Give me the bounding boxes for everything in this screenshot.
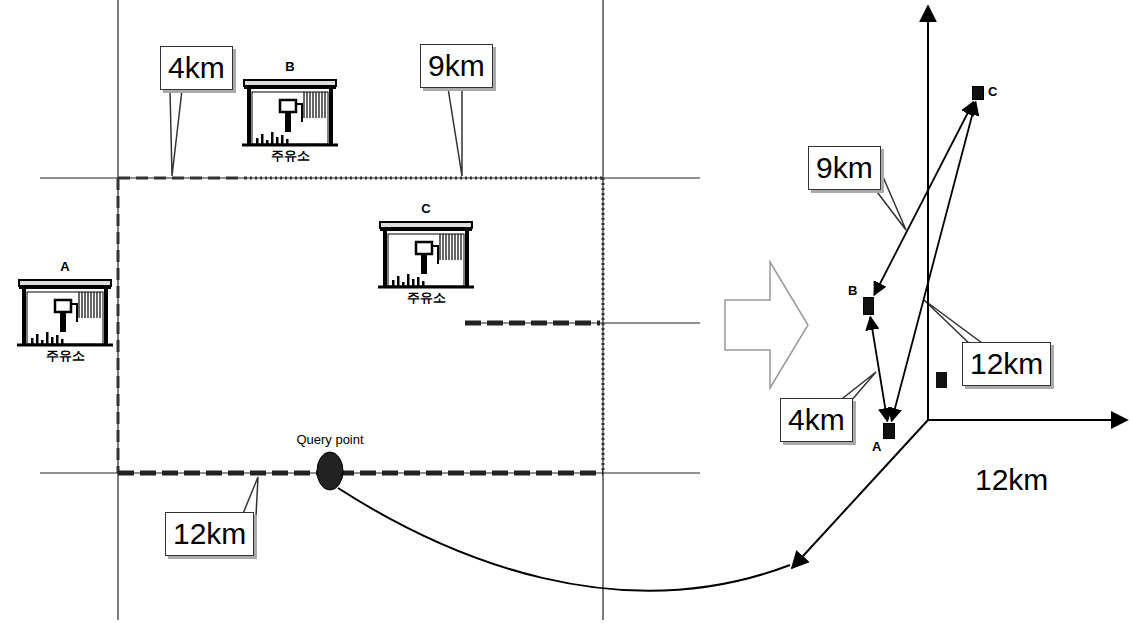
distance-line — [874, 102, 973, 295]
space-point: A — [883, 423, 895, 439]
point-letter: C — [988, 85, 997, 99]
street-grid — [40, 0, 700, 620]
distance-callout: 12km — [962, 342, 1051, 386]
gas-station-icon — [17, 278, 113, 348]
gas-station-icon — [242, 78, 338, 148]
gas-station: C 주유소 — [376, 200, 476, 306]
station-letter: C — [376, 200, 476, 218]
distance-callout: 4km — [160, 46, 233, 90]
distance-callout: 4km — [780, 398, 853, 442]
space-point: C — [972, 86, 984, 100]
distance-callout: 9km — [808, 146, 881, 190]
station-letter: A — [15, 258, 115, 276]
transform-arrow — [725, 262, 808, 388]
station-name: 주유소 — [376, 290, 476, 306]
query-point: Query point — [275, 432, 385, 491]
space-point: B — [863, 297, 874, 315]
point-letter: B — [848, 284, 857, 298]
query-dot — [316, 451, 344, 491]
point-letter: A — [872, 440, 881, 454]
distance-line — [870, 317, 887, 421]
query-label: Query point — [275, 432, 385, 448]
gas-station-icon — [378, 220, 474, 290]
distance-callout: 9km — [420, 44, 493, 88]
distance-label: 12km — [975, 462, 1048, 498]
gas-station: A 주유소 — [15, 258, 115, 364]
station-name: 주유소 — [15, 348, 115, 364]
route-lines — [118, 178, 603, 473]
point-marker — [936, 372, 947, 388]
station-letter: B — [240, 58, 340, 76]
station-name: 주유소 — [240, 148, 340, 164]
gas-station: B 주유소 — [240, 58, 340, 164]
distance-callout: 12km — [165, 512, 254, 556]
callout-tail — [170, 88, 986, 516]
mapping-curve — [338, 488, 790, 591]
axes — [792, 6, 1127, 568]
